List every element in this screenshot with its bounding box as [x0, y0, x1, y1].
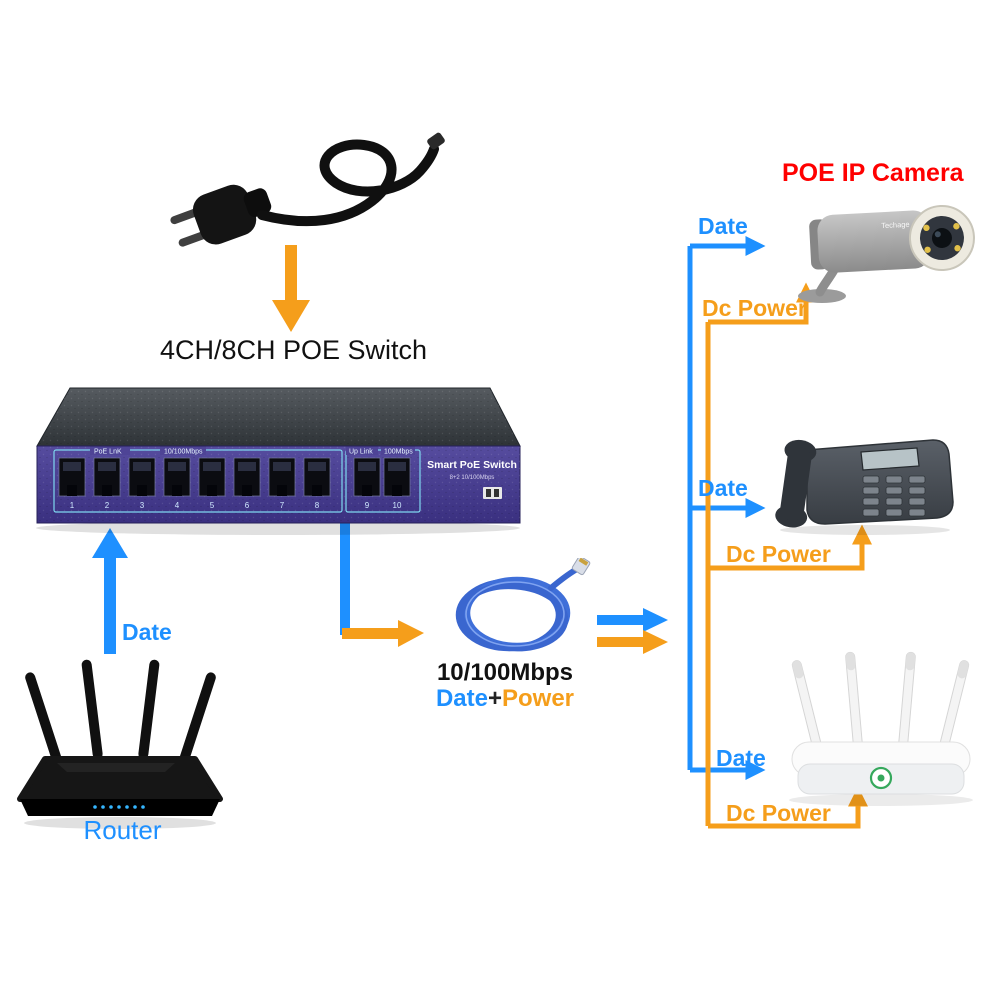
camera-power-label: Dc Power: [702, 295, 807, 321]
router-label: Router: [83, 815, 162, 845]
desk-phone-image: [775, 439, 954, 535]
phone-handset: [775, 439, 817, 528]
switch-subtitle-label: 8+2 10/100Mbps: [450, 475, 495, 481]
power-cable-loop: [257, 139, 439, 227]
switch-output-arrow: [340, 523, 424, 647]
cable-speed-label: 10/100Mbps: [436, 659, 574, 686]
dip-switch-icon: [483, 487, 502, 499]
camera-body: Techage: [809, 205, 975, 273]
cable-coil-icon: [455, 565, 582, 652]
wifi-antenna: [845, 651, 863, 750]
cable-end-connector: [427, 132, 445, 150]
camera-ir-leds: [923, 223, 961, 253]
wifi-router-image: [789, 651, 973, 806]
router-glossy-highlight: [57, 763, 175, 772]
port-number: 3: [140, 501, 145, 510]
cable-date-label: Date: [435, 685, 488, 712]
poe-speed-label: 10/100Mbps: [164, 449, 203, 456]
port-number: 1: [70, 501, 75, 510]
power-cord-image: [170, 132, 445, 247]
uplink-group-label: Up Link: [349, 449, 373, 456]
port-number: 2: [105, 501, 110, 510]
cable-power-label: Power: [502, 685, 575, 712]
camera-heading: POE IP Camera: [782, 159, 964, 187]
wifi-date-label: Date: [716, 745, 766, 771]
uplink-speed-label: 100Mbps: [384, 449, 413, 456]
wifi-power-label: Dc Power: [726, 800, 831, 826]
data-bus-lines: [687, 236, 766, 780]
camera-brand-label: Techage: [881, 220, 910, 230]
port-number: 6: [245, 501, 250, 510]
cable-data-power-label: Date+Power: [428, 685, 582, 712]
ethernet-cable-image: [455, 558, 591, 652]
diagram-title: 4CH/8CH POE Switch: [160, 335, 428, 365]
router-shadow: [24, 817, 216, 829]
router-antenna: [81, 659, 103, 760]
ip-camera-image: Techage: [798, 205, 975, 303]
switch-shadow: [36, 521, 520, 535]
phone-keypad: [862, 475, 926, 517]
poe-switch-image: PoE LnK 10/100Mbps 1 2 3 4 5 6 7 8 Up Li…: [36, 387, 521, 535]
wifi-antenna: [791, 660, 823, 754]
cable-plus-sign: +: [487, 685, 502, 712]
wifi-antenna: [938, 660, 970, 754]
port-number: 4: [175, 501, 180, 510]
port-number: 9: [365, 501, 370, 510]
camera-mount-arm: [815, 265, 839, 297]
router-image: [17, 659, 223, 829]
poe-port-group: PoE LnK 10/100Mbps 1 2 3 4 5 6 7 8: [53, 446, 343, 513]
router-led-row: [93, 805, 145, 809]
router-antenna: [178, 672, 216, 767]
phone-display: [860, 447, 920, 471]
rj45-connector-icon: [571, 558, 591, 576]
router-antenna: [138, 659, 160, 760]
router-to-switch-arrow: [92, 528, 128, 654]
wifi-antenna: [898, 651, 916, 750]
power-plug-icon: [170, 184, 272, 247]
poe-group-label: PoE LnK: [94, 449, 122, 456]
uplink-port-group: Up Link 100Mbps 9 10: [345, 446, 421, 513]
power-to-switch-arrow: [272, 245, 310, 332]
port-number: 7: [280, 501, 285, 510]
feed-date-label: Date: [122, 619, 172, 645]
camera-date-label: Date: [698, 213, 748, 239]
router-antenna: [25, 672, 63, 767]
port-number: 8: [315, 501, 320, 510]
wifi-router-shadow: [789, 794, 973, 806]
cable-to-branches-arrows: [597, 608, 668, 654]
port-number: 5: [210, 501, 215, 510]
phone-shadow: [780, 525, 950, 535]
phone-power-label: Dc Power: [726, 541, 831, 567]
wifi-router-logo: [869, 766, 893, 790]
phone-date-label: Date: [698, 475, 748, 501]
power-bus-lines: [705, 282, 872, 829]
switch-name-label: Smart PoE Switch: [427, 459, 517, 471]
port-number: 10: [393, 501, 402, 510]
